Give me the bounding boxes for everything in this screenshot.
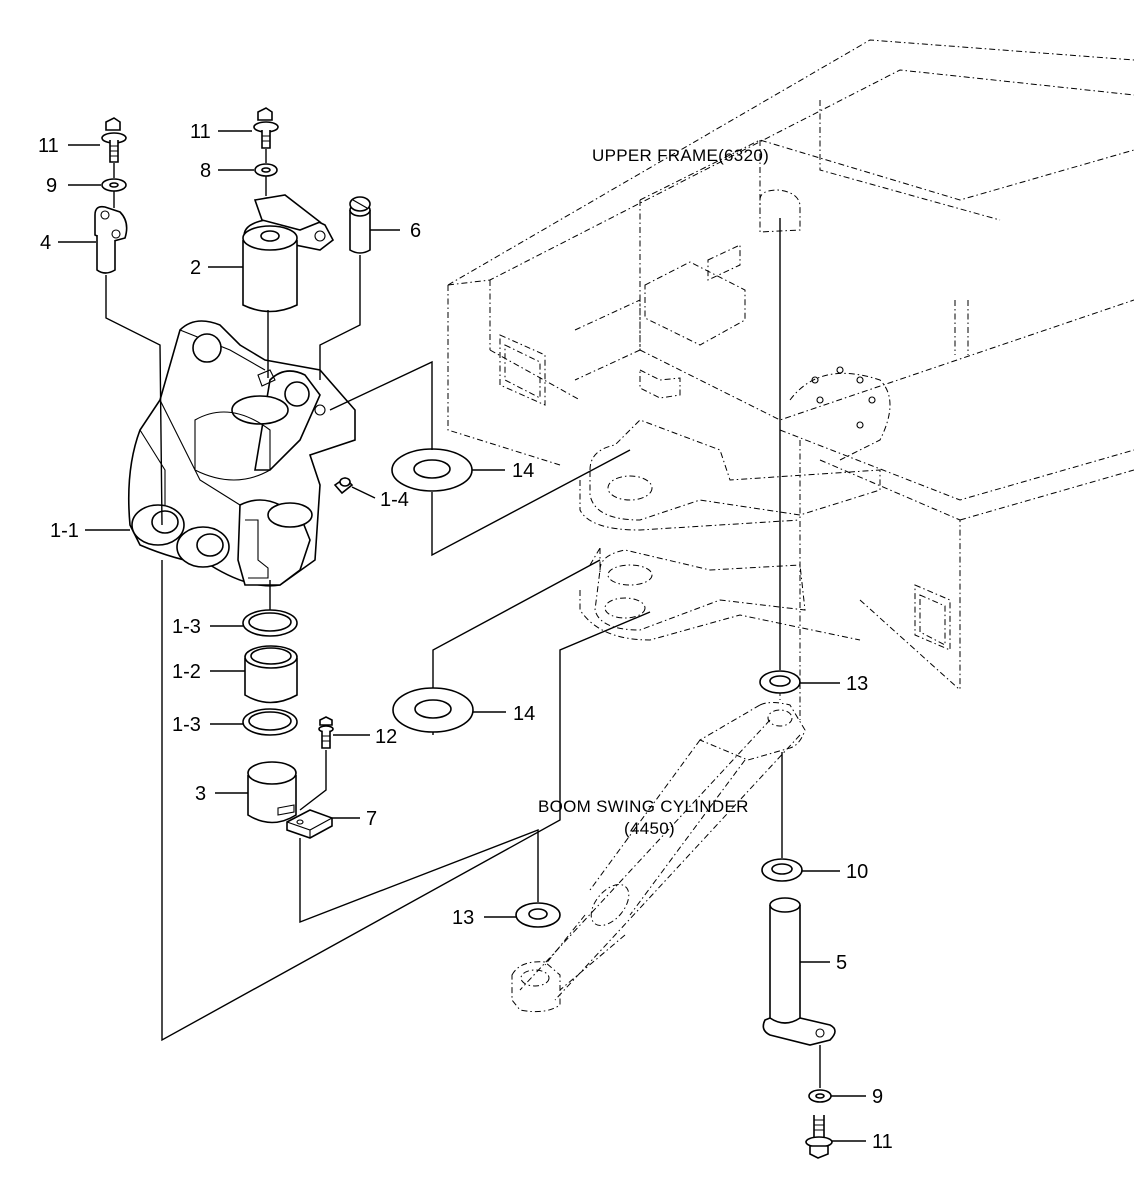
label-11-bottom: 11	[872, 1131, 893, 1153]
part-number-labels: 11 9 4 11 8 2 6 1-1 1-4 14 1-3 1-2 1-3 1…	[38, 121, 893, 1153]
boom-swing-cylinder-caption: BOOM SWING CYLINDER	[538, 797, 749, 816]
bolt-part-11-top-center	[253, 107, 279, 149]
swing-bracket-part-1-1	[127, 320, 356, 587]
assembly-captions: UPPER FRAME(6320) BOOM SWING CYLINDER (4…	[538, 146, 769, 838]
pin-part-2	[242, 194, 335, 313]
label-5: 5	[836, 952, 847, 974]
label-1-3-lower: 1-3	[172, 714, 201, 736]
label-3: 3	[195, 783, 206, 805]
upper-frame-drawing	[447, 39, 1134, 720]
shim-part-14-upper	[391, 448, 473, 492]
bolt-part-11-bottom	[805, 1115, 833, 1159]
washer-part-10	[761, 858, 803, 882]
washer-part-13-bottom	[515, 902, 561, 928]
label-1-3-upper: 1-3	[172, 616, 201, 638]
label-9-top: 9	[46, 175, 57, 197]
shim-part-14-lower	[392, 687, 474, 733]
label-2: 2	[190, 257, 201, 279]
bushing-part-1-2	[244, 645, 298, 704]
grease-fitting-part-1-4	[333, 476, 354, 495]
washer-part-9-bottom	[808, 1089, 832, 1103]
seal-part-1-3-lower	[242, 708, 298, 736]
label-13-right: 13	[846, 673, 868, 695]
label-6: 6	[410, 220, 421, 242]
boom-swing-cylinder-code: (4450)	[624, 819, 675, 838]
label-11-top-left: 11	[38, 135, 59, 157]
label-12: 12	[375, 726, 397, 748]
label-14-upper: 14	[512, 460, 534, 482]
label-11-top-center: 11	[190, 121, 211, 143]
lock-plate-part-7	[286, 809, 333, 839]
label-1-4: 1-4	[380, 489, 409, 511]
boom-swing-cylinder-drawing	[511, 702, 806, 1013]
assembly-lines	[105, 149, 821, 1088]
collar-part-3	[247, 761, 297, 824]
label-13-bottom: 13	[452, 907, 474, 929]
bolt-part-11-top-left	[101, 117, 127, 163]
label-7: 7	[366, 808, 377, 830]
pin-part-6	[349, 196, 371, 254]
label-4: 4	[40, 232, 51, 254]
label-1-1: 1-1	[50, 520, 79, 542]
label-14-lower: 14	[513, 703, 535, 725]
washer-part-9-top	[101, 178, 127, 192]
bolt-part-12	[318, 716, 334, 749]
label-10: 10	[846, 861, 868, 883]
washer-part-13-right	[759, 670, 801, 694]
label-9-bottom: 9	[872, 1086, 883, 1108]
label-8: 8	[200, 160, 211, 182]
label-1-2: 1-2	[172, 661, 201, 683]
seal-part-1-3-upper	[242, 609, 298, 637]
upper-frame-caption: UPPER FRAME(6320)	[592, 146, 769, 165]
pin-part-4	[94, 205, 128, 274]
washer-part-8	[254, 163, 278, 177]
callout-leaders	[58, 130, 866, 1142]
cylinder-pin-part-5	[762, 897, 836, 1046]
